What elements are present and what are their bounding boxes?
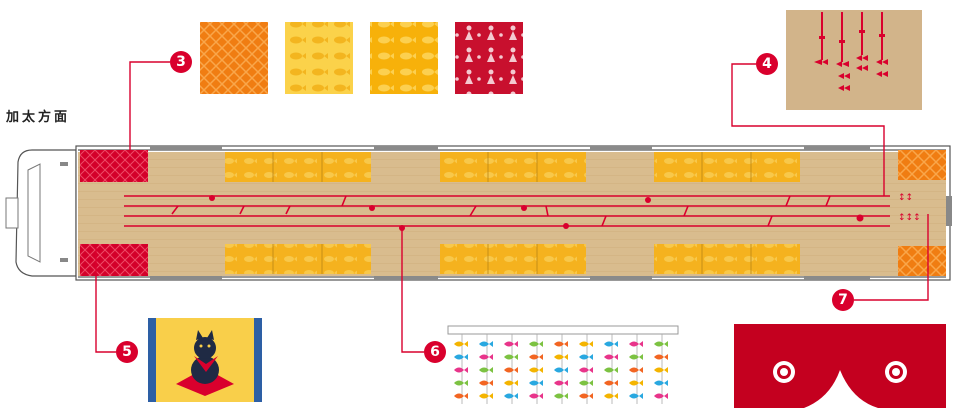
- mobile-fish-icon: [554, 393, 568, 399]
- mobile-fish-icon: [654, 341, 668, 347]
- fish-mobile-display: [447, 325, 679, 404]
- mobile-fish-icon: [629, 393, 643, 399]
- sea-bream-fish-icon: [814, 59, 828, 65]
- swatch-red-dolls: [455, 22, 523, 94]
- bench-seat: [654, 152, 800, 182]
- mobile-fish-icon: [629, 380, 643, 386]
- mobile-fish-icon: [654, 367, 668, 373]
- callout-badge-3: 3: [170, 51, 192, 73]
- mobile-fish-icon: [629, 367, 643, 373]
- mobile-fish-icon: [604, 354, 618, 360]
- mobile-fish-icon: [604, 393, 618, 399]
- bench-seat: [225, 152, 371, 182]
- mobile-fish-icon: [554, 341, 568, 347]
- callout-badge-4: 4: [756, 53, 778, 75]
- callout-badge-5: 5: [116, 341, 138, 363]
- mobile-fish-icon: [654, 380, 668, 386]
- mobile-fish-icon: [579, 354, 593, 360]
- mobile-fish-icon: [454, 341, 468, 347]
- mobile-fish-icon: [579, 380, 593, 386]
- bench-seat: [440, 152, 586, 182]
- mobile-fish-icon: [504, 380, 518, 386]
- mobile-fish-icon: [454, 354, 468, 360]
- swatch-yellow-fish: [285, 22, 353, 94]
- noren-curtain: [734, 324, 946, 408]
- mobile-fish-icon: [654, 393, 668, 399]
- mobile-fish-icon: [604, 380, 618, 386]
- callout-badge-6: 6: [424, 341, 446, 363]
- mobile-fish-icon: [554, 367, 568, 373]
- orange-seat-top: [898, 150, 946, 180]
- strap-rails: [124, 195, 890, 227]
- callout-badge-7: 7: [832, 289, 854, 311]
- mobile-fish-icon: [529, 367, 543, 373]
- mobile-fish-icon: [504, 367, 518, 373]
- mobile-fish-icon: [604, 367, 618, 373]
- svg-text:↕↕↕: ↕↕↕: [898, 213, 921, 223]
- mobile-fish-icon: [554, 354, 568, 360]
- callout-leader-lines: [95, 61, 929, 353]
- mobile-fish-icon: [529, 341, 543, 347]
- mobile-fish-icon: [479, 380, 493, 386]
- mobile-fish-icon: [504, 354, 518, 360]
- direction-label: 加太方面: [6, 110, 71, 125]
- mobile-fish-icon: [454, 380, 468, 386]
- mobile-fish-icon: [479, 367, 493, 373]
- swatch-gold-fish: [370, 22, 438, 94]
- mobile-fish-icon: [554, 380, 568, 386]
- mobile-fish-icon: [604, 341, 618, 347]
- train-car: ↕↕ ↕↕↕: [5, 145, 952, 281]
- red-seat-bottom: [80, 244, 148, 276]
- maneki-neko-icon: [191, 330, 219, 384]
- swatch-orange-diamond: [200, 22, 268, 94]
- bench-seat: [225, 244, 371, 274]
- bench-seat: [654, 244, 800, 274]
- bench-seat: [440, 244, 586, 274]
- mobile-fish-icon: [579, 393, 593, 399]
- red-seat-top: [80, 150, 148, 182]
- mobile-fish-icon: [479, 341, 493, 347]
- mobile-fish-icon: [579, 341, 593, 347]
- mobile-fish-icon: [529, 380, 543, 386]
- mobile-fish-icon: [479, 393, 493, 399]
- mobile-fish-icon: [529, 393, 543, 399]
- hanging-fish-panel: [786, 10, 922, 110]
- mobile-fish-icon: [654, 354, 668, 360]
- mobile-fish-icon: [504, 341, 518, 347]
- mobile-fish-icon: [479, 354, 493, 360]
- mobile-fish-icon: [454, 367, 468, 373]
- mobile-fish-icon: [629, 341, 643, 347]
- maneki-neko-mat: [148, 318, 262, 402]
- mobile-fish-icon: [454, 393, 468, 399]
- mobile-fish-icon: [579, 367, 593, 373]
- mobile-fish-icon: [529, 354, 543, 360]
- svg-text:↕↕: ↕↕: [898, 193, 913, 203]
- orange-seat-bottom: [898, 246, 946, 276]
- mobile-fish-icon: [629, 354, 643, 360]
- mobile-fish-icon: [504, 393, 518, 399]
